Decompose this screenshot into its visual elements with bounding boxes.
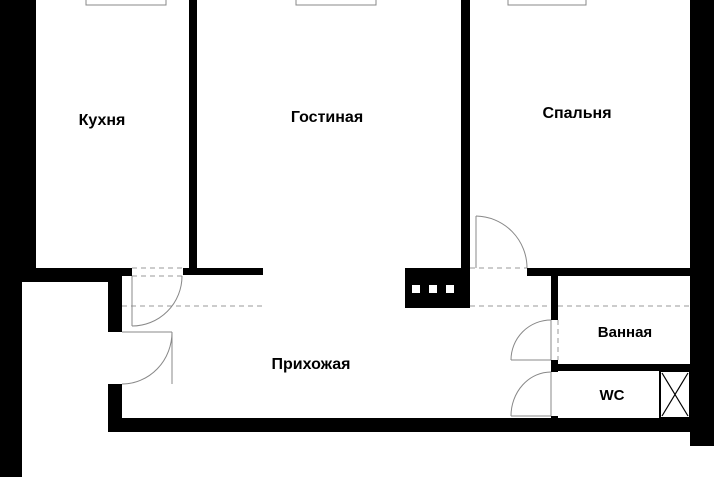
- bathroom-door-arc: [510, 319, 552, 361]
- bedroom-right-wall: [690, 0, 714, 276]
- hall-left-pier: [122, 268, 132, 276]
- room-label-wc: WC: [600, 387, 625, 404]
- doors: [121, 215, 552, 417]
- column-hole: [429, 285, 437, 293]
- kitchen-bottom-wall: [36, 268, 108, 274]
- bath-wc-partition: [558, 364, 690, 371]
- entry-door-arc: [121, 331, 173, 385]
- living-bottom-wall: [183, 268, 263, 275]
- wc-door-arc: [510, 371, 552, 417]
- kitchen-window: [85, 0, 167, 6]
- room-label-hallway: Прихожая: [272, 356, 351, 373]
- living-bedroom-wall: [461, 0, 470, 275]
- shaft-cross: [661, 372, 689, 417]
- room-label-kitchen: Кухня: [79, 112, 126, 129]
- bath-left-wall-upper: [551, 276, 558, 320]
- bedroom-window: [507, 0, 587, 6]
- bottom-wall: [108, 418, 708, 432]
- hall-left-wall-upper: [108, 268, 122, 332]
- column-holes: [412, 285, 454, 293]
- thresholds: [122, 267, 690, 360]
- kitchen-right-wall: [189, 0, 197, 275]
- room-labels: Кухня Гостиная Спальня Прихожая Ванная W…: [79, 105, 653, 404]
- bedroom-bottom-wall: [527, 268, 693, 276]
- exterior-left-lower-fill: [0, 282, 22, 477]
- ventilation-shaft: [659, 370, 691, 419]
- kitchen-door-arc: [131, 275, 183, 327]
- bedroom-door-arc: [475, 215, 528, 269]
- column-hole: [446, 285, 454, 293]
- room-label-bathroom: Ванная: [598, 324, 652, 341]
- room-label-living: Гостиная: [291, 109, 363, 126]
- bath-left-wall-mid: [551, 360, 558, 372]
- column-hole: [412, 285, 420, 293]
- room-label-bedroom: Спальня: [542, 105, 611, 122]
- bath-right-wall: [690, 276, 714, 446]
- bottom-right-block: [700, 418, 714, 446]
- windows: [85, 0, 587, 6]
- living-window: [295, 0, 377, 6]
- kitchen-left-wall: [22, 0, 36, 282]
